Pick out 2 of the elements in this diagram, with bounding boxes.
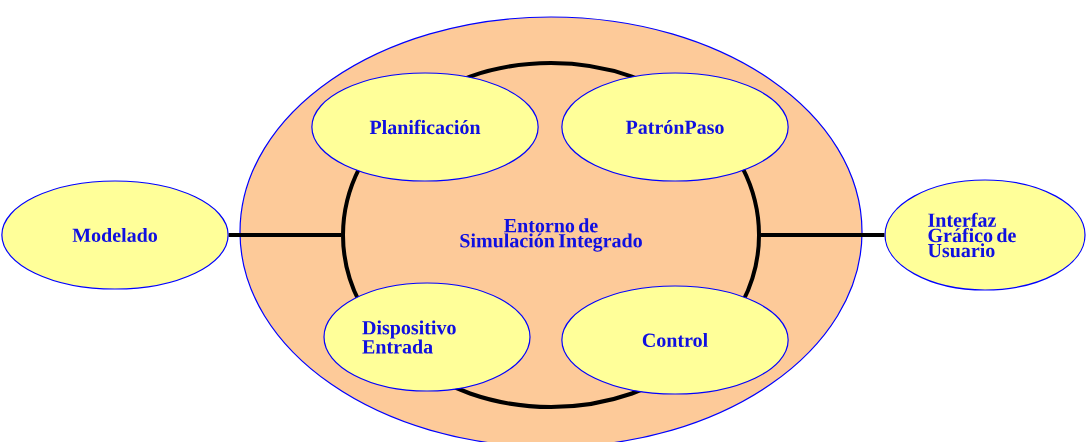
connector-line [761, 233, 885, 237]
connector-line [228, 233, 341, 237]
